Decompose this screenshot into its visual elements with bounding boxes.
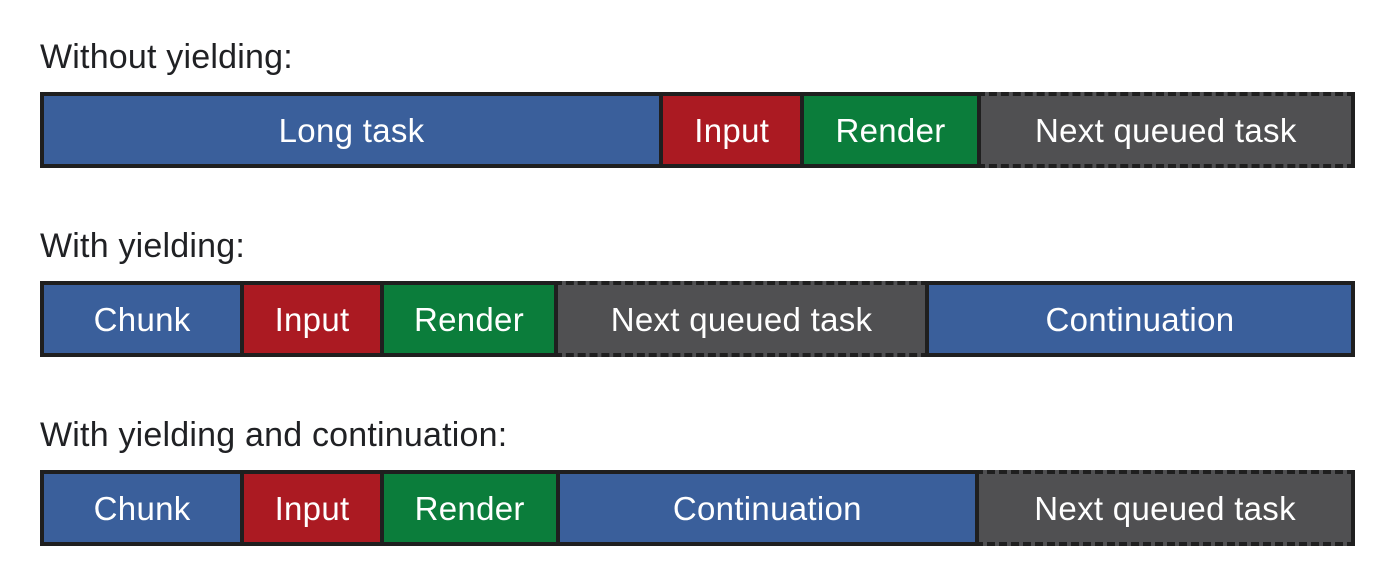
- segment-render: Render: [379, 470, 560, 546]
- segment-render: Render: [800, 92, 981, 168]
- scenario-label-with-yielding: With yielding:: [40, 227, 245, 265]
- segment-label: Continuation: [1045, 300, 1235, 338]
- scenario-label-with-yielding-and-continuation: With yielding and continuation:: [40, 416, 508, 454]
- segment-chunk: Chunk: [40, 470, 245, 546]
- scenario-with-yielding: With yielding: Chunk Input Render Next queu…: [40, 225, 1355, 357]
- segment-input: Input: [240, 281, 384, 357]
- segment-label: Next queued task: [610, 300, 873, 338]
- scenario-label-without-yielding: Without yielding:: [40, 38, 293, 76]
- segment-label: Render: [413, 300, 525, 338]
- segment-label: Input: [274, 300, 350, 338]
- segment-render: Render: [379, 281, 559, 357]
- segment-continuation: Continuation: [924, 281, 1355, 357]
- segment-label: Long task: [278, 111, 425, 149]
- segment-next-queued-task: Next queued task: [975, 470, 1356, 546]
- segment-label: Input: [274, 489, 350, 527]
- scenario-with-yielding-and-continuation: With yielding and continuation: Chunk Inp…: [40, 414, 1356, 546]
- timeline-bar-with-yielding-and-continuation: Chunk Input Render Continuation Next queued …: [40, 470, 1356, 546]
- segment-chunk: Chunk: [40, 281, 245, 357]
- segment-next-queued-task: Next queued task: [554, 281, 929, 357]
- segment-long-task: Long task: [40, 92, 664, 168]
- timeline-bar-with-yielding: Chunk Input Render Next queued task Continua…: [40, 281, 1355, 357]
- segment-label: Input: [694, 111, 770, 149]
- segment-label: Render: [414, 489, 525, 527]
- segment-label: Next queued task: [1034, 489, 1296, 527]
- scenario-without-yielding: Without yielding: Long task Input Render Ne…: [40, 36, 1355, 168]
- segment-continuation: Continuation: [555, 470, 980, 546]
- segment-next-queued-task: Next queued task: [976, 92, 1355, 168]
- segment-label: Chunk: [93, 300, 191, 338]
- timeline-bar-without-yielding: Long task Input Render Next queued task: [40, 92, 1355, 168]
- segment-label: Continuation: [672, 489, 862, 527]
- segment-label: Render: [835, 111, 946, 149]
- segment-label: Chunk: [93, 489, 191, 527]
- segment-label: Next queued task: [1034, 111, 1297, 149]
- segment-input: Input: [240, 470, 384, 546]
- segment-input: Input: [659, 92, 805, 168]
